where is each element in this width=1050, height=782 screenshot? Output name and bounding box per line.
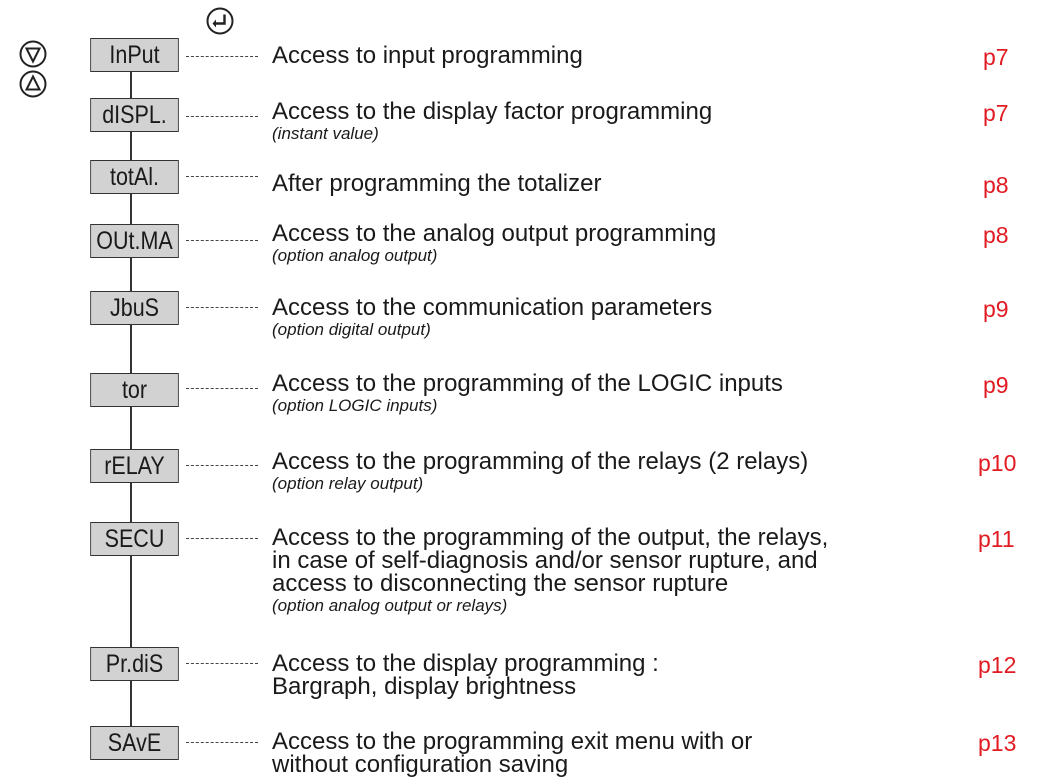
description-note: (option relay output)	[272, 474, 424, 493]
page-reference: p7	[983, 44, 1009, 70]
leader-line	[186, 663, 258, 664]
leader-line	[186, 538, 258, 539]
page-reference: p11	[978, 526, 1015, 552]
menu-description: Access to the communication parameters (…	[272, 296, 712, 340]
menu-description: Access to the programming of the output,…	[272, 526, 828, 616]
description-note: (instant value)	[272, 124, 379, 143]
menu-key-display[interactable]: dISPL.	[90, 98, 179, 132]
description-note: (option analog output)	[272, 246, 438, 265]
page-reference: p7	[983, 100, 1009, 126]
menu-key-display-settings[interactable]: Pr.diS	[90, 647, 179, 681]
menu-key-analog-output[interactable]: OUt.MA	[90, 224, 179, 258]
description-note: (option analog output or relays)	[272, 596, 508, 615]
description-text: After programming the totalizer	[272, 170, 602, 197]
page-reference: p9	[983, 296, 1009, 322]
description-text: Access to the display factor programming	[272, 98, 713, 125]
leader-line	[186, 465, 258, 466]
description-text: Access to the programming of the output,…	[272, 524, 829, 597]
description-text: Access to the display programming : Barg…	[272, 650, 659, 700]
menu-description: Access to the programming of the relays …	[272, 450, 808, 494]
menu-key-communication[interactable]: JbuS	[90, 291, 179, 325]
description-text: Access to the analog output programming	[272, 220, 717, 247]
description-text: Access to the programming exit menu with…	[272, 728, 753, 778]
enter-return-icon[interactable]	[206, 7, 234, 35]
leader-line	[186, 240, 258, 241]
menu-key-relays[interactable]: rELAY	[90, 449, 179, 483]
description-note: (option digital output)	[272, 320, 431, 339]
menu-key-security[interactable]: SECU	[90, 522, 179, 556]
leader-line	[186, 176, 258, 177]
leader-line	[186, 56, 258, 57]
menu-description: Access to input programming	[272, 42, 583, 69]
menu-key-logic-inputs[interactable]: tor	[90, 373, 179, 407]
description-text: Access to input programming	[272, 42, 583, 69]
menu-key-input[interactable]: InPut	[90, 38, 179, 72]
description-text: Access to the programming of the relays …	[272, 448, 809, 475]
page-reference: p8	[983, 172, 1009, 198]
menu-key-save[interactable]: SAvE	[90, 726, 179, 760]
up-triangle-icon[interactable]	[19, 70, 47, 98]
description-text: Access to the communication parameters	[272, 294, 713, 321]
leader-line	[186, 116, 258, 117]
page-reference: p9	[983, 372, 1009, 398]
description-note: (option LOGIC inputs)	[272, 396, 438, 415]
leader-line	[186, 307, 258, 308]
menu-description: Access to the display factor programming…	[272, 100, 712, 144]
menu-description: After programming the totalizer	[272, 170, 602, 197]
description-text: Access to the programming of the LOGIC i…	[272, 370, 783, 397]
menu-description: Access to the analog output programming …	[272, 222, 716, 266]
page-reference: p10	[978, 450, 1017, 476]
menu-description: Access to the display programming : Barg…	[272, 650, 659, 700]
page-reference: p13	[978, 730, 1017, 756]
menu-key-totalizer[interactable]: totAl.	[90, 160, 179, 194]
menu-description: Access to the programming of the LOGIC i…	[272, 372, 783, 416]
leader-line	[186, 388, 258, 389]
page-reference: p12	[978, 652, 1017, 678]
leader-line	[186, 742, 258, 743]
menu-description: Access to the programming exit menu with…	[272, 728, 753, 778]
down-triangle-icon[interactable]	[19, 40, 47, 68]
page-reference: p8	[983, 222, 1009, 248]
